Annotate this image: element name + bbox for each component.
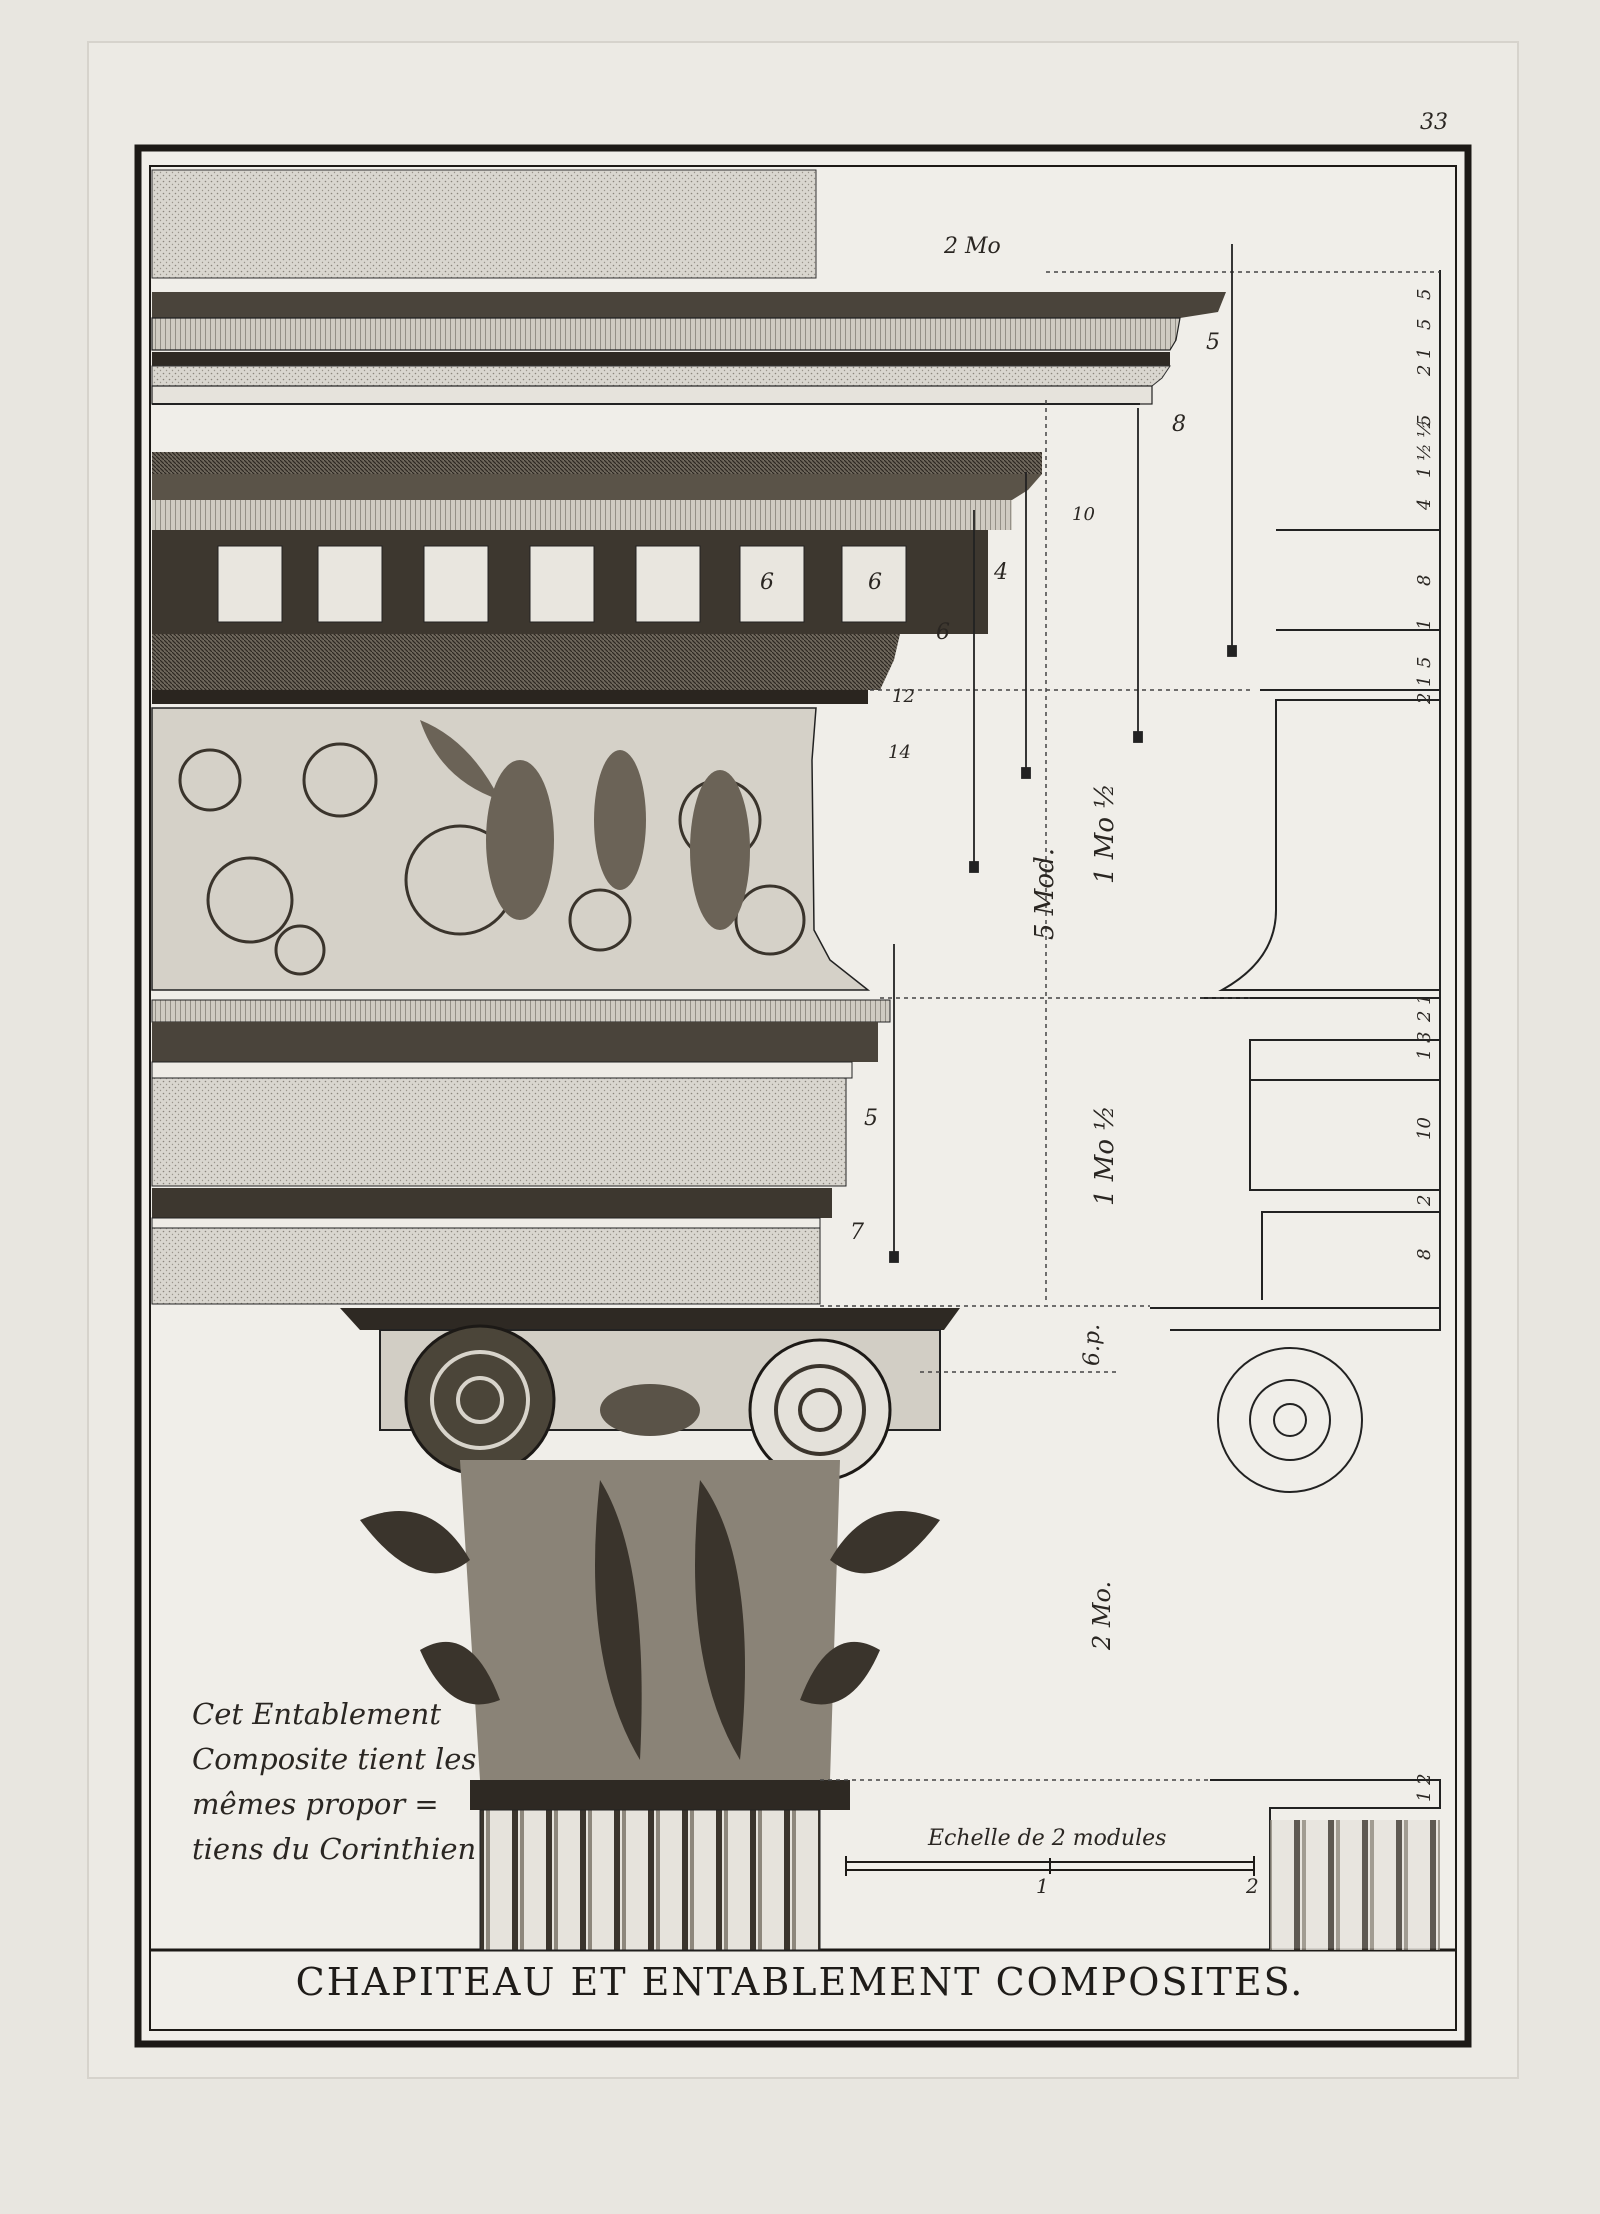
dim-architrave-lower: 7	[850, 1220, 864, 1245]
right-scale-label: 5	[1414, 656, 1435, 668]
right-scale-label: 2	[1414, 1194, 1435, 1206]
dim-dentil-band: 10	[1072, 504, 1095, 525]
dim-architrave-upper: 5	[864, 1106, 878, 1131]
scale-tick-1: 1	[1036, 1874, 1049, 1898]
dim-corona: 4	[994, 560, 1008, 585]
dim-capital-height: 2 Mo.	[1088, 1580, 1116, 1650]
dim-top-width: 2 Mo	[944, 234, 1001, 259]
cornice	[151, 292, 1226, 405]
caption-line: tiens du Corinthien	[192, 1832, 477, 1866]
right-scale-label: 8	[1414, 574, 1435, 586]
architrave	[151, 999, 891, 1305]
dim-architrave-height: 1 Mo ½	[1090, 1105, 1120, 1206]
caption-line: Composite tient les	[192, 1742, 477, 1776]
right-scale-label: 2 1	[1414, 993, 1435, 1022]
right-scale-label: 8	[1414, 1248, 1435, 1260]
dim-abacus: 6.p.	[1080, 1323, 1105, 1366]
right-scale-label: 2 1	[1414, 675, 1435, 704]
dimension-lines	[820, 271, 1440, 1781]
composite-capital	[340, 1308, 960, 1951]
plate-title: CHAPITEAU ET ENTABLEMENT COMPOSITES.	[295, 1960, 1305, 2004]
right-scale-label: 1	[1414, 618, 1435, 630]
caption-line: mêmes propor =	[192, 1787, 439, 1821]
scale-tick-2: 2	[1246, 1874, 1259, 1898]
dim-entablature-total: 5 Mod.	[1030, 848, 1060, 940]
dim-dentil-b: 6	[868, 570, 882, 595]
right-scale-label: 4	[1414, 498, 1435, 510]
module-scale-bar	[1276, 270, 1441, 1310]
right-scale-label: 1 2	[1414, 1773, 1435, 1802]
scale-bar	[845, 1856, 1255, 1876]
right-scale-label: 10	[1414, 1117, 1435, 1140]
dentil-course	[152, 452, 1042, 704]
right-scale-label: 5	[1414, 318, 1435, 330]
dim-frieze: 14	[888, 742, 911, 763]
frieze-relief	[151, 707, 871, 991]
right-scale-label: 2 1	[1414, 347, 1435, 376]
scale-label: Echelle de 2 modules	[928, 1826, 1167, 1851]
right-scale-label: 1 ½ ½	[1414, 420, 1435, 478]
dim-frieze-top: 12	[892, 686, 915, 707]
dim-dentil-c: 6	[936, 620, 950, 645]
dim-cornice-upper: 5	[1206, 330, 1220, 355]
right-scale-label: 1 3	[1414, 1031, 1435, 1060]
dim-cornice-lower: 8	[1172, 412, 1186, 437]
caption: Cet Entablement Composite tient les même…	[192, 1692, 476, 1872]
right-scale-label: 5	[1414, 288, 1435, 300]
dimension-plumbs	[889, 244, 1237, 1263]
dim-dentil-a: 6	[760, 570, 774, 595]
caption-line: Cet Entablement	[192, 1697, 442, 1731]
dim-frieze-height: 1 Mo ½	[1090, 783, 1120, 884]
page-number: 33	[1420, 110, 1448, 135]
